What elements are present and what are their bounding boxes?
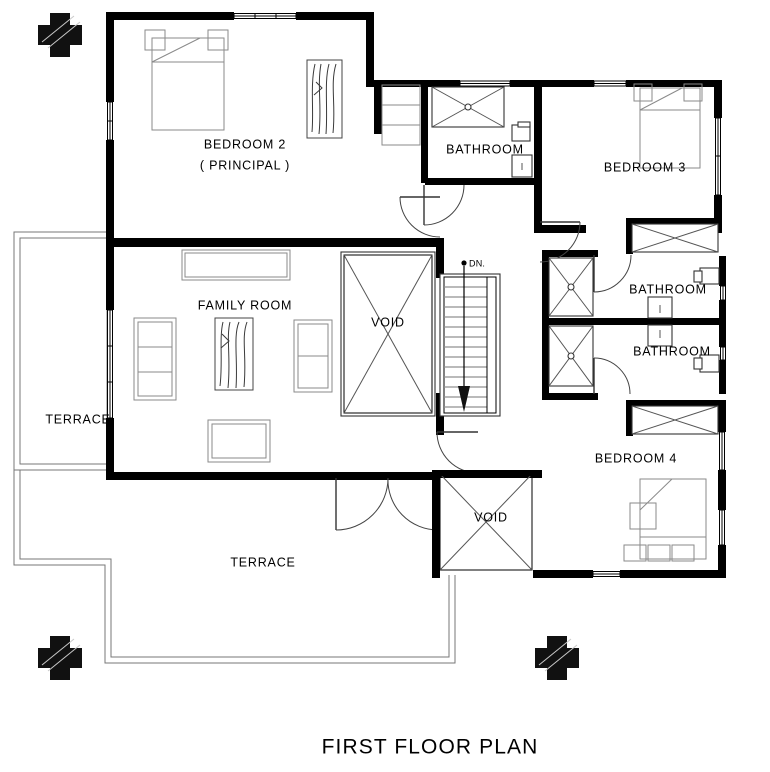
interior-walls <box>374 80 722 436</box>
staircase <box>439 260 501 417</box>
void-lower <box>432 470 536 574</box>
survey-markers <box>38 13 579 680</box>
label-bathroom-mid-upper: BATHROOM <box>629 282 707 296</box>
marker-bottom-left <box>38 636 82 680</box>
label-terrace-left: TERRACE <box>45 412 110 426</box>
room-labels: BEDROOM 2 ( PRINCIPAL ) BATHROOM BEDROOM… <box>45 137 711 569</box>
master-bathroom-fixtures <box>431 86 533 178</box>
label-void-lower: VOID <box>474 510 508 524</box>
bedroom2-furniture <box>144 29 421 146</box>
bedroom3-furniture <box>631 83 719 253</box>
label-bedroom2-line2: ( PRINCIPAL ) <box>200 158 290 172</box>
annotations: DN. <box>469 258 485 268</box>
mid-bathroom-fixtures <box>548 257 720 387</box>
family-room-furniture <box>133 249 333 463</box>
windows <box>107 13 726 577</box>
bedroom4-furniture <box>623 405 719 562</box>
page-title: FIRST FLOOR PLAN <box>322 736 539 759</box>
label-bedroom3: BEDROOM 3 <box>604 160 686 174</box>
marker-bottom-right <box>535 636 579 680</box>
label-bedroom2-line1: BEDROOM 2 <box>204 137 286 151</box>
label-bathroom-mid-lower: BATHROOM <box>633 344 711 358</box>
stair-direction-label: DN. <box>469 258 485 268</box>
marker-top-left <box>38 13 82 57</box>
label-void-upper: VOID <box>371 315 405 329</box>
label-terrace-main: TERRACE <box>230 555 295 569</box>
label-bathroom-master: BATHROOM <box>446 142 524 156</box>
void-upper <box>340 251 436 417</box>
label-family-room: FAMILY ROOM <box>198 298 292 312</box>
label-bedroom4: BEDROOM 4 <box>595 451 677 465</box>
